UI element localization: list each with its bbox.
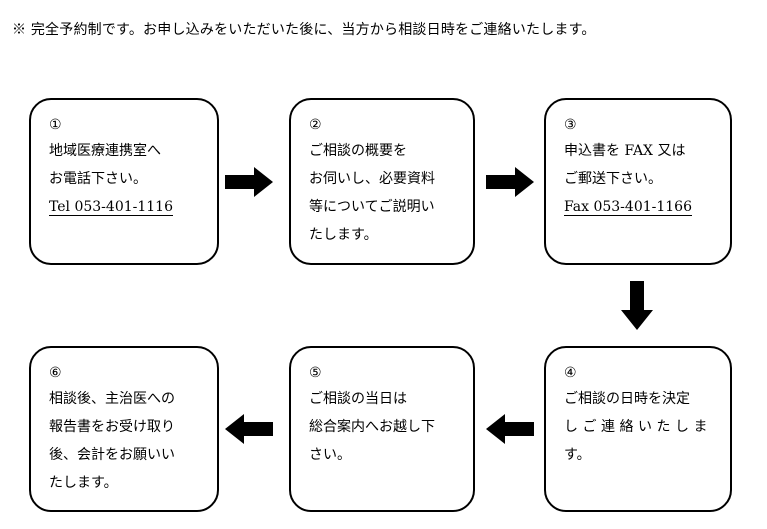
step-text-line: 総合案内へお越し下 [309,419,435,435]
step-text-line: お伺いし、必要資料 [309,171,435,187]
step-number: ② [309,117,322,133]
step-number: ① [49,117,62,133]
step-text-line: ご郵送下さい。 [564,171,662,187]
step-text-line: 後、会計をお願いい [49,447,175,463]
step-text-line: ご相談の日時を決定 [564,391,690,407]
step-1-box: ① 地域医療連携室へ お電話下さい。 Tel 053-401-1116 [29,98,219,265]
step-text-line: ご相談の当日は [309,391,407,407]
arrow-left-icon [225,414,273,444]
arrow-down-icon [621,281,653,330]
step-text-line: す。 [564,447,591,463]
step-text-line: 申込書を FAX 又は [564,143,686,159]
step-text-line: さい。 [309,447,351,463]
step-number: ⑤ [309,365,322,381]
step-number: ⑥ [49,365,62,381]
step-text-line: お電話下さい。 [49,171,147,187]
step-text-line: 報告書をお受け取り [49,419,175,435]
step-text-line: しご連絡いたしま [564,419,712,435]
step-text-line: 等についてご説明い [309,199,435,215]
step-text-line: ご相談の概要を [309,143,407,159]
step-6-box: ⑥ 相談後、主治医への 報告書をお受け取り 後、会計をお願いい たします。 [29,346,219,512]
step-number: ④ [564,365,577,381]
step-4-box: ④ ご相談の日時を決定 しご連絡いたしま す。 [544,346,732,512]
phone-number: Tel 053-401-1116 [49,199,173,215]
step-text-line: 地域医療連携室へ [49,143,161,159]
arrow-left-icon [486,414,534,444]
step-text-line: たします。 [49,475,118,491]
step-5-box: ⑤ ご相談の当日は 総合案内へお越し下 さい。 [289,346,475,512]
arrow-right-icon [486,167,534,197]
arrow-right-icon [225,167,273,197]
step-text-line: たします。 [309,227,378,243]
step-3-box: ③ 申込書を FAX 又は ご郵送下さい。 Fax 053-401-1166 [544,98,732,265]
step-text-line: 相談後、主治医への [49,391,175,407]
step-2-box: ② ご相談の概要を お伺いし、必要資料 等についてご説明い たします。 [289,98,475,265]
step-number: ③ [564,117,577,133]
fax-number: Fax 053-401-1166 [564,199,692,215]
reservation-notice: ※ 完全予約制です。お申し込みをいただいた後に、当方から相談日時をご連絡いたしま… [12,22,596,38]
